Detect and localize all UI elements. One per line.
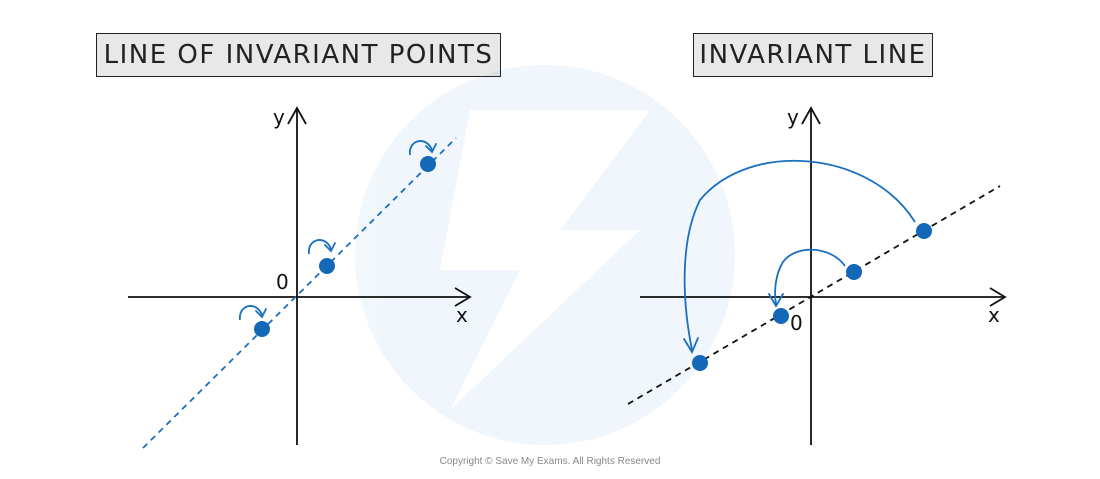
left-self-arrowhead-3-icon xyxy=(255,308,267,319)
right-map-arrowhead-b-icon xyxy=(768,293,784,308)
left-self-arrowhead-2-icon xyxy=(324,242,336,253)
left-point-1 xyxy=(420,156,436,172)
right-map-arrow-b-icon xyxy=(774,248,846,305)
left-self-arrow-2-icon xyxy=(308,239,332,255)
right-point-a xyxy=(916,223,932,239)
left-panel-title: LINE OF INVARIANT POINTS xyxy=(96,33,501,77)
left-self-arrow-1-icon xyxy=(409,140,433,156)
left-point-3 xyxy=(254,321,270,337)
left-point-2 xyxy=(319,258,335,274)
left-x-label: x xyxy=(456,303,468,327)
right-y-label: y xyxy=(787,105,799,129)
left-self-arrowhead-1-icon xyxy=(425,143,437,154)
watermark-logo xyxy=(355,65,735,445)
left-x-arrow-icon xyxy=(454,287,472,307)
copyright-text: Copyright © Save My Exams. All Rights Re… xyxy=(439,456,661,467)
left-y-label: y xyxy=(273,105,285,129)
right-panel-title: INVARIANT LINE xyxy=(693,33,933,77)
right-map-arrow-a-icon xyxy=(683,160,916,351)
right-x-arrow-icon xyxy=(989,287,1007,307)
right-y-arrow-icon xyxy=(801,106,821,125)
left-invariant-line xyxy=(142,137,457,449)
right-map-arrowhead-a-icon xyxy=(683,337,699,354)
left-y-arrow-icon xyxy=(287,106,307,125)
right-point-b-image xyxy=(773,308,789,324)
left-panel: x y 0 xyxy=(128,105,472,449)
right-x-label: x xyxy=(988,303,1000,327)
left-self-arrow-3-icon xyxy=(239,305,263,321)
right-point-a-image xyxy=(692,355,708,371)
right-invariant-line xyxy=(627,185,1001,405)
right-point-b xyxy=(846,264,862,280)
left-origin-label: 0 xyxy=(276,270,289,294)
right-panel: x y 0 xyxy=(627,105,1007,445)
right-origin-label: 0 xyxy=(790,311,803,335)
